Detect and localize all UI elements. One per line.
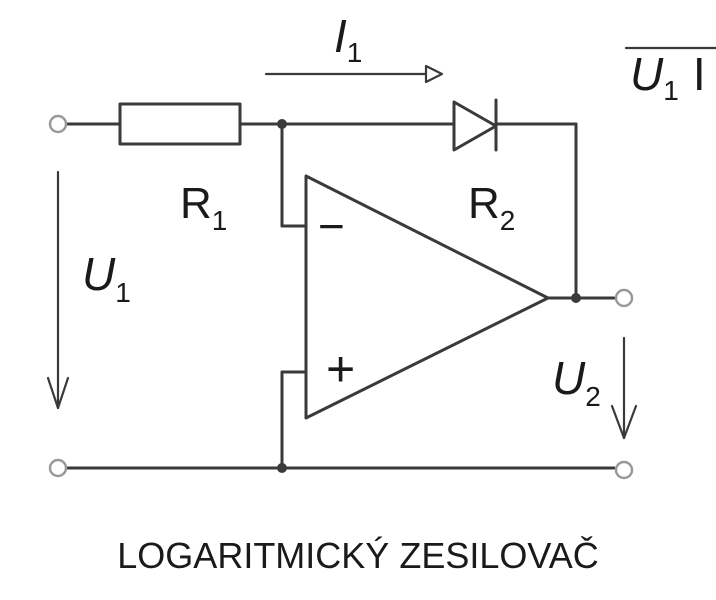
resistor-r1 bbox=[118, 102, 242, 146]
terminal-output-top bbox=[614, 288, 634, 308]
r1-label: R1 bbox=[180, 179, 227, 236]
opamp-plus-sign: + bbox=[326, 341, 355, 397]
opamp-minus-sign: − bbox=[318, 200, 345, 252]
junction-ground bbox=[277, 463, 287, 473]
diagram-caption: LOGARITMICKÝ ZESILOVAČ bbox=[117, 535, 598, 576]
u1-arrow-head bbox=[46, 376, 70, 410]
diode-body bbox=[452, 100, 498, 152]
terminal-input-top bbox=[48, 114, 68, 134]
current-label: I1 bbox=[334, 10, 362, 68]
junction-output bbox=[571, 293, 581, 303]
terminal-input-bottom bbox=[48, 458, 68, 478]
terminal-output-bottom bbox=[614, 460, 634, 480]
opamp-triangle bbox=[304, 174, 550, 420]
current-arrow-head bbox=[424, 64, 444, 84]
u1-label: U1 bbox=[82, 248, 131, 308]
u2-arrow-head bbox=[610, 404, 638, 440]
r2-label: R2 bbox=[468, 179, 515, 236]
u2-label: U2 bbox=[552, 352, 601, 412]
junction-top bbox=[277, 119, 287, 129]
